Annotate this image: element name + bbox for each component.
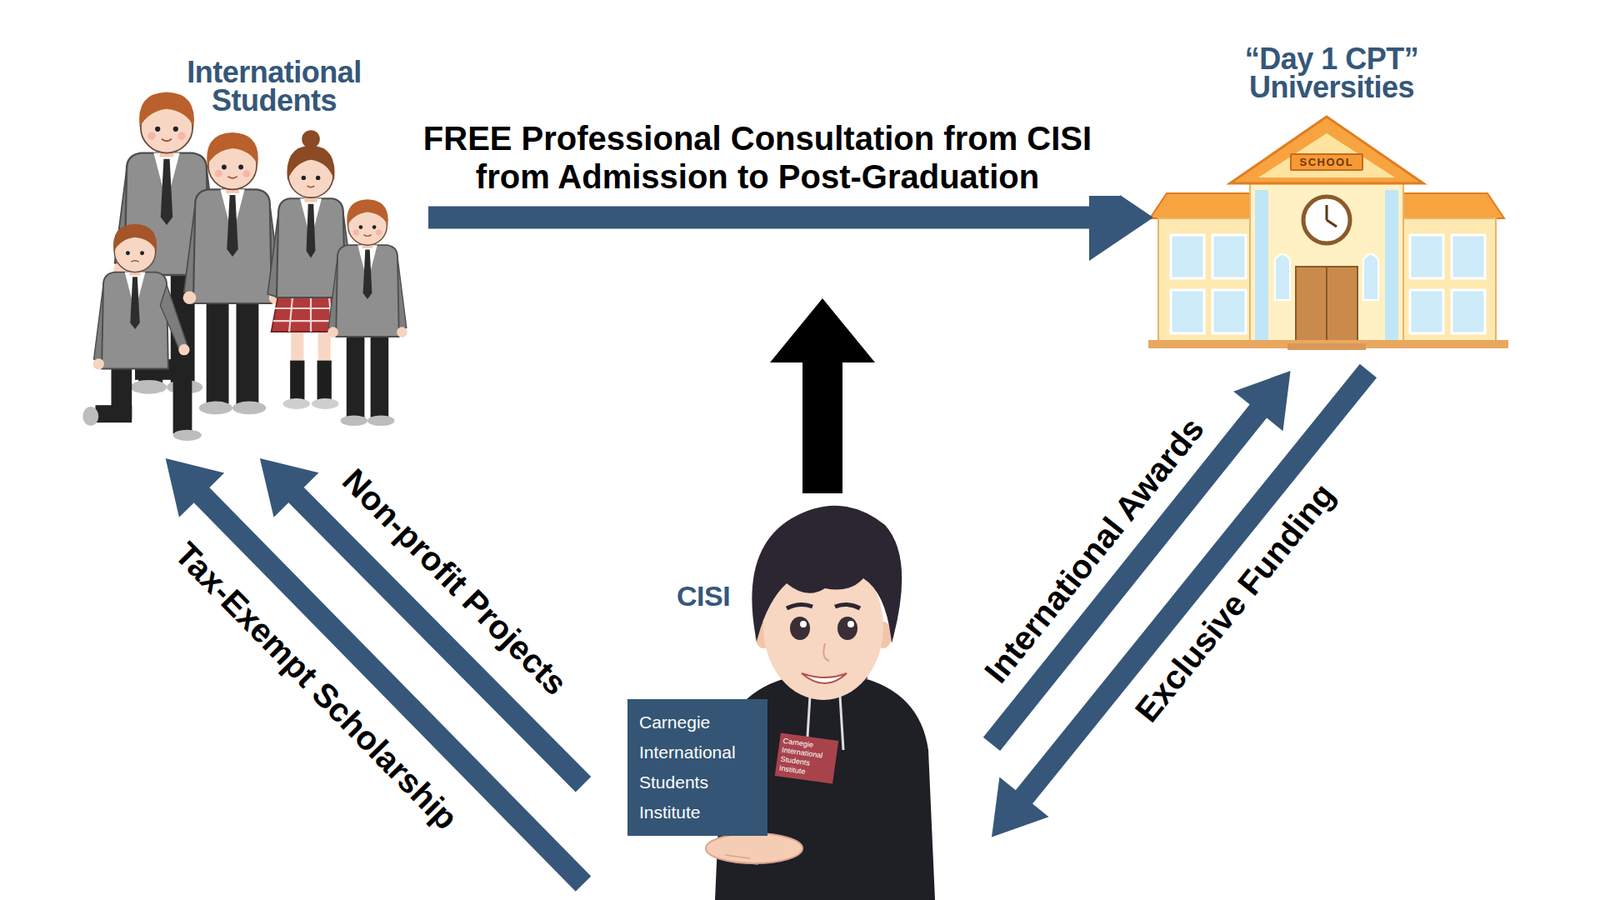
cisi-illustration (800, 620, 807, 628)
students-illustration (82, 224, 202, 441)
pointer-arrow (770, 298, 875, 494)
school-illustration (1400, 193, 1505, 219)
hoodie-patch: Carnegie International Students Institut… (775, 732, 840, 784)
cisi-illustration (801, 673, 847, 684)
school-illustration (1410, 290, 1444, 334)
group-heading: “Day 1 CPT” Universities (1231, 45, 1432, 102)
school-illustration (1250, 175, 1404, 342)
cisi-illustration (847, 620, 855, 628)
school-illustration (1295, 266, 1358, 342)
flow-arrow (260, 458, 584, 785)
flow-arrow (165, 458, 584, 885)
school-illustration (1326, 205, 1337, 227)
school-illustration (1451, 290, 1485, 334)
school-illustration (1303, 196, 1350, 244)
school-illustration (1158, 218, 1255, 342)
arrow-shaft (198, 491, 584, 885)
school-sign: SCHOOL (1290, 153, 1365, 171)
arrow-head (260, 458, 320, 518)
org-card: Carnegie International Students Institut… (627, 699, 768, 836)
school-illustration (1255, 190, 1269, 340)
students-group: International Students (90, 56, 429, 459)
students-illustration (82, 91, 407, 441)
university-building: “Day 1 CPT” UniversitiesSCHOOL (1153, 41, 1509, 371)
cisi-illustration (751, 505, 902, 644)
cisi-illustration (790, 616, 810, 640)
arrow-head (1233, 370, 1290, 431)
arrow-label: Tax-Exempt Scholarship (165, 532, 468, 839)
school-illustration (1170, 235, 1205, 279)
school-illustration (1410, 235, 1444, 279)
arrow-shaft (991, 407, 1262, 745)
students-illustration (183, 132, 283, 415)
school-illustration (1400, 218, 1496, 342)
school-illustration (1170, 290, 1205, 334)
arrow-label: Exclusive Funding (1125, 473, 1345, 731)
school-illustration (1148, 116, 1509, 350)
cisi-illustration (786, 604, 860, 609)
arrow-shaft (428, 206, 1096, 230)
school-illustration (1451, 235, 1485, 279)
school-illustration (1212, 290, 1246, 334)
arrow-head (165, 458, 225, 518)
school-illustration (1150, 193, 1255, 219)
cisi-illustration (705, 833, 803, 864)
school-illustration (1212, 235, 1246, 279)
arrow-head (991, 776, 1050, 837)
school-illustration (1230, 116, 1424, 184)
arrow-label: FREE Professional Consultation from CISI… (395, 119, 1120, 196)
pointer-arrow (770, 298, 875, 494)
cisi-character: CISI Carnegie International Students Inst… (583, 466, 992, 900)
school-illustration (1275, 254, 1290, 300)
patch-text: Carnegie International Students Institut… (778, 736, 835, 780)
group-heading: International Students (174, 58, 375, 115)
sign-text: SCHOOL (1300, 155, 1355, 169)
cisi-illustration (837, 616, 858, 640)
school-illustration (1385, 190, 1399, 340)
school-illustration (1258, 133, 1395, 178)
org-name: CISI (676, 580, 730, 612)
arrow-label: Non-profit Projects (333, 459, 577, 705)
school-illustration (1287, 343, 1366, 350)
cisi-illustration (823, 643, 830, 661)
students-illustration (327, 199, 407, 426)
school-illustration (1363, 254, 1379, 300)
card-text: Carnegie International Students Institut… (639, 707, 756, 828)
cisi-illustration (725, 855, 759, 865)
school-illustration (1325, 266, 1328, 342)
